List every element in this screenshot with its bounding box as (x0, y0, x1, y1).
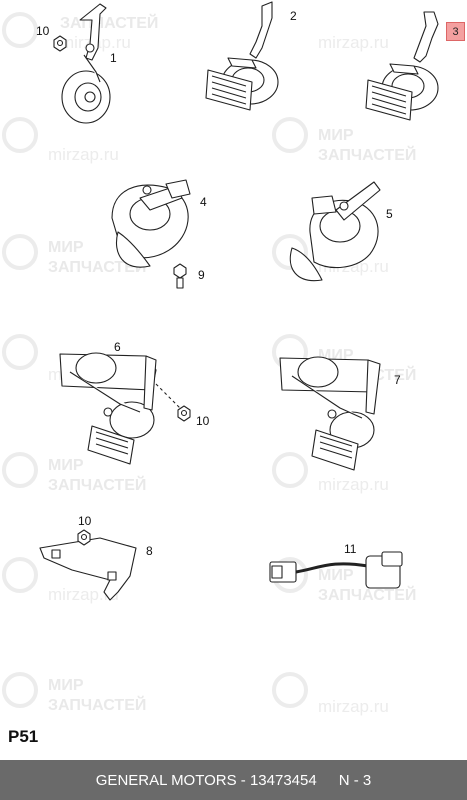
horn-assembly-part-6[interactable] (59, 352, 157, 465)
watermark-brand: МИР (48, 677, 84, 694)
horn-with-grille-part-2[interactable] (205, 1, 279, 111)
watermark-brand: МИР (48, 239, 84, 256)
footer-dash: - (240, 771, 246, 789)
watermark-url: mirzap.ru (318, 697, 389, 716)
callout-number: 9 (198, 268, 205, 282)
horn-disc-part-1[interactable] (61, 3, 111, 124)
callout-number: 2 (290, 9, 297, 23)
page-code: P51 (8, 727, 39, 746)
callout-number: 6 (114, 340, 121, 354)
watermark-brand: МИР (318, 127, 354, 144)
callout-number: 11 (344, 542, 357, 556)
horn-assembly-part-7[interactable] (279, 356, 381, 471)
callout-number: 7 (394, 373, 401, 387)
snail-horn-part-5[interactable] (289, 181, 381, 282)
watermark-brand: ЗАПЧАСТЕЙ (48, 257, 146, 276)
watermark-brand: ЗАПЧАСТЕЙ (318, 145, 416, 164)
callout-layer: 10 1 2 4 5 9 6 7 10 10 8 11 (36, 9, 401, 558)
snail-horn-part-4[interactable] (111, 179, 191, 268)
footer-part-number: 13473454 (249, 771, 317, 789)
nut-part-10[interactable] (53, 35, 67, 52)
watermark-url: mirzap.ru (48, 145, 119, 164)
callout-number: 1 (110, 51, 117, 65)
callout-number: 10 (78, 514, 92, 528)
bracket-part-8[interactable] (39, 537, 137, 601)
footer-brand: GENERAL MOTORS (95, 771, 237, 789)
wiring-harness-part-11[interactable] (269, 551, 403, 589)
nut-part-10[interactable] (177, 405, 191, 422)
nut-part-10[interactable] (77, 529, 91, 546)
watermark-url: mirzap.ru (318, 475, 389, 494)
horn-with-grille-part-3[interactable] (365, 11, 439, 121)
watermark-url: mirzap.ru (318, 33, 389, 52)
parts-diagram: mirzap.ru mirzap.ru mirzap.ru mirzap.ru … (2, 1, 439, 716)
callout-number: 4 (200, 195, 207, 209)
watermark-brand: МИР (318, 567, 354, 584)
callout-number: 5 (386, 207, 393, 221)
watermark-brand: МИР (48, 457, 84, 474)
callout-number: 8 (146, 544, 153, 558)
bolt-part-9[interactable] (173, 263, 187, 289)
footer-section: N - 3 (338, 771, 372, 789)
footer-bar: GENERAL MOTORS - 13473454 N - 3 (0, 760, 467, 800)
leader-line (155, 383, 181, 409)
watermark-brand: ЗАПЧАСТЕЙ (48, 475, 146, 494)
watermark-brand: ЗАПЧАСТЕЙ (60, 13, 158, 32)
callout-number: 10 (196, 414, 210, 428)
watermark-url: mirzap.ru (48, 585, 119, 604)
highlighted-callout-3[interactable]: 3 (446, 22, 465, 41)
callout-number: 10 (36, 24, 50, 38)
watermark-brand: ЗАПЧАСТЕЙ (48, 695, 146, 714)
watermark-brand: ЗАПЧАСТЕЙ (318, 585, 416, 604)
